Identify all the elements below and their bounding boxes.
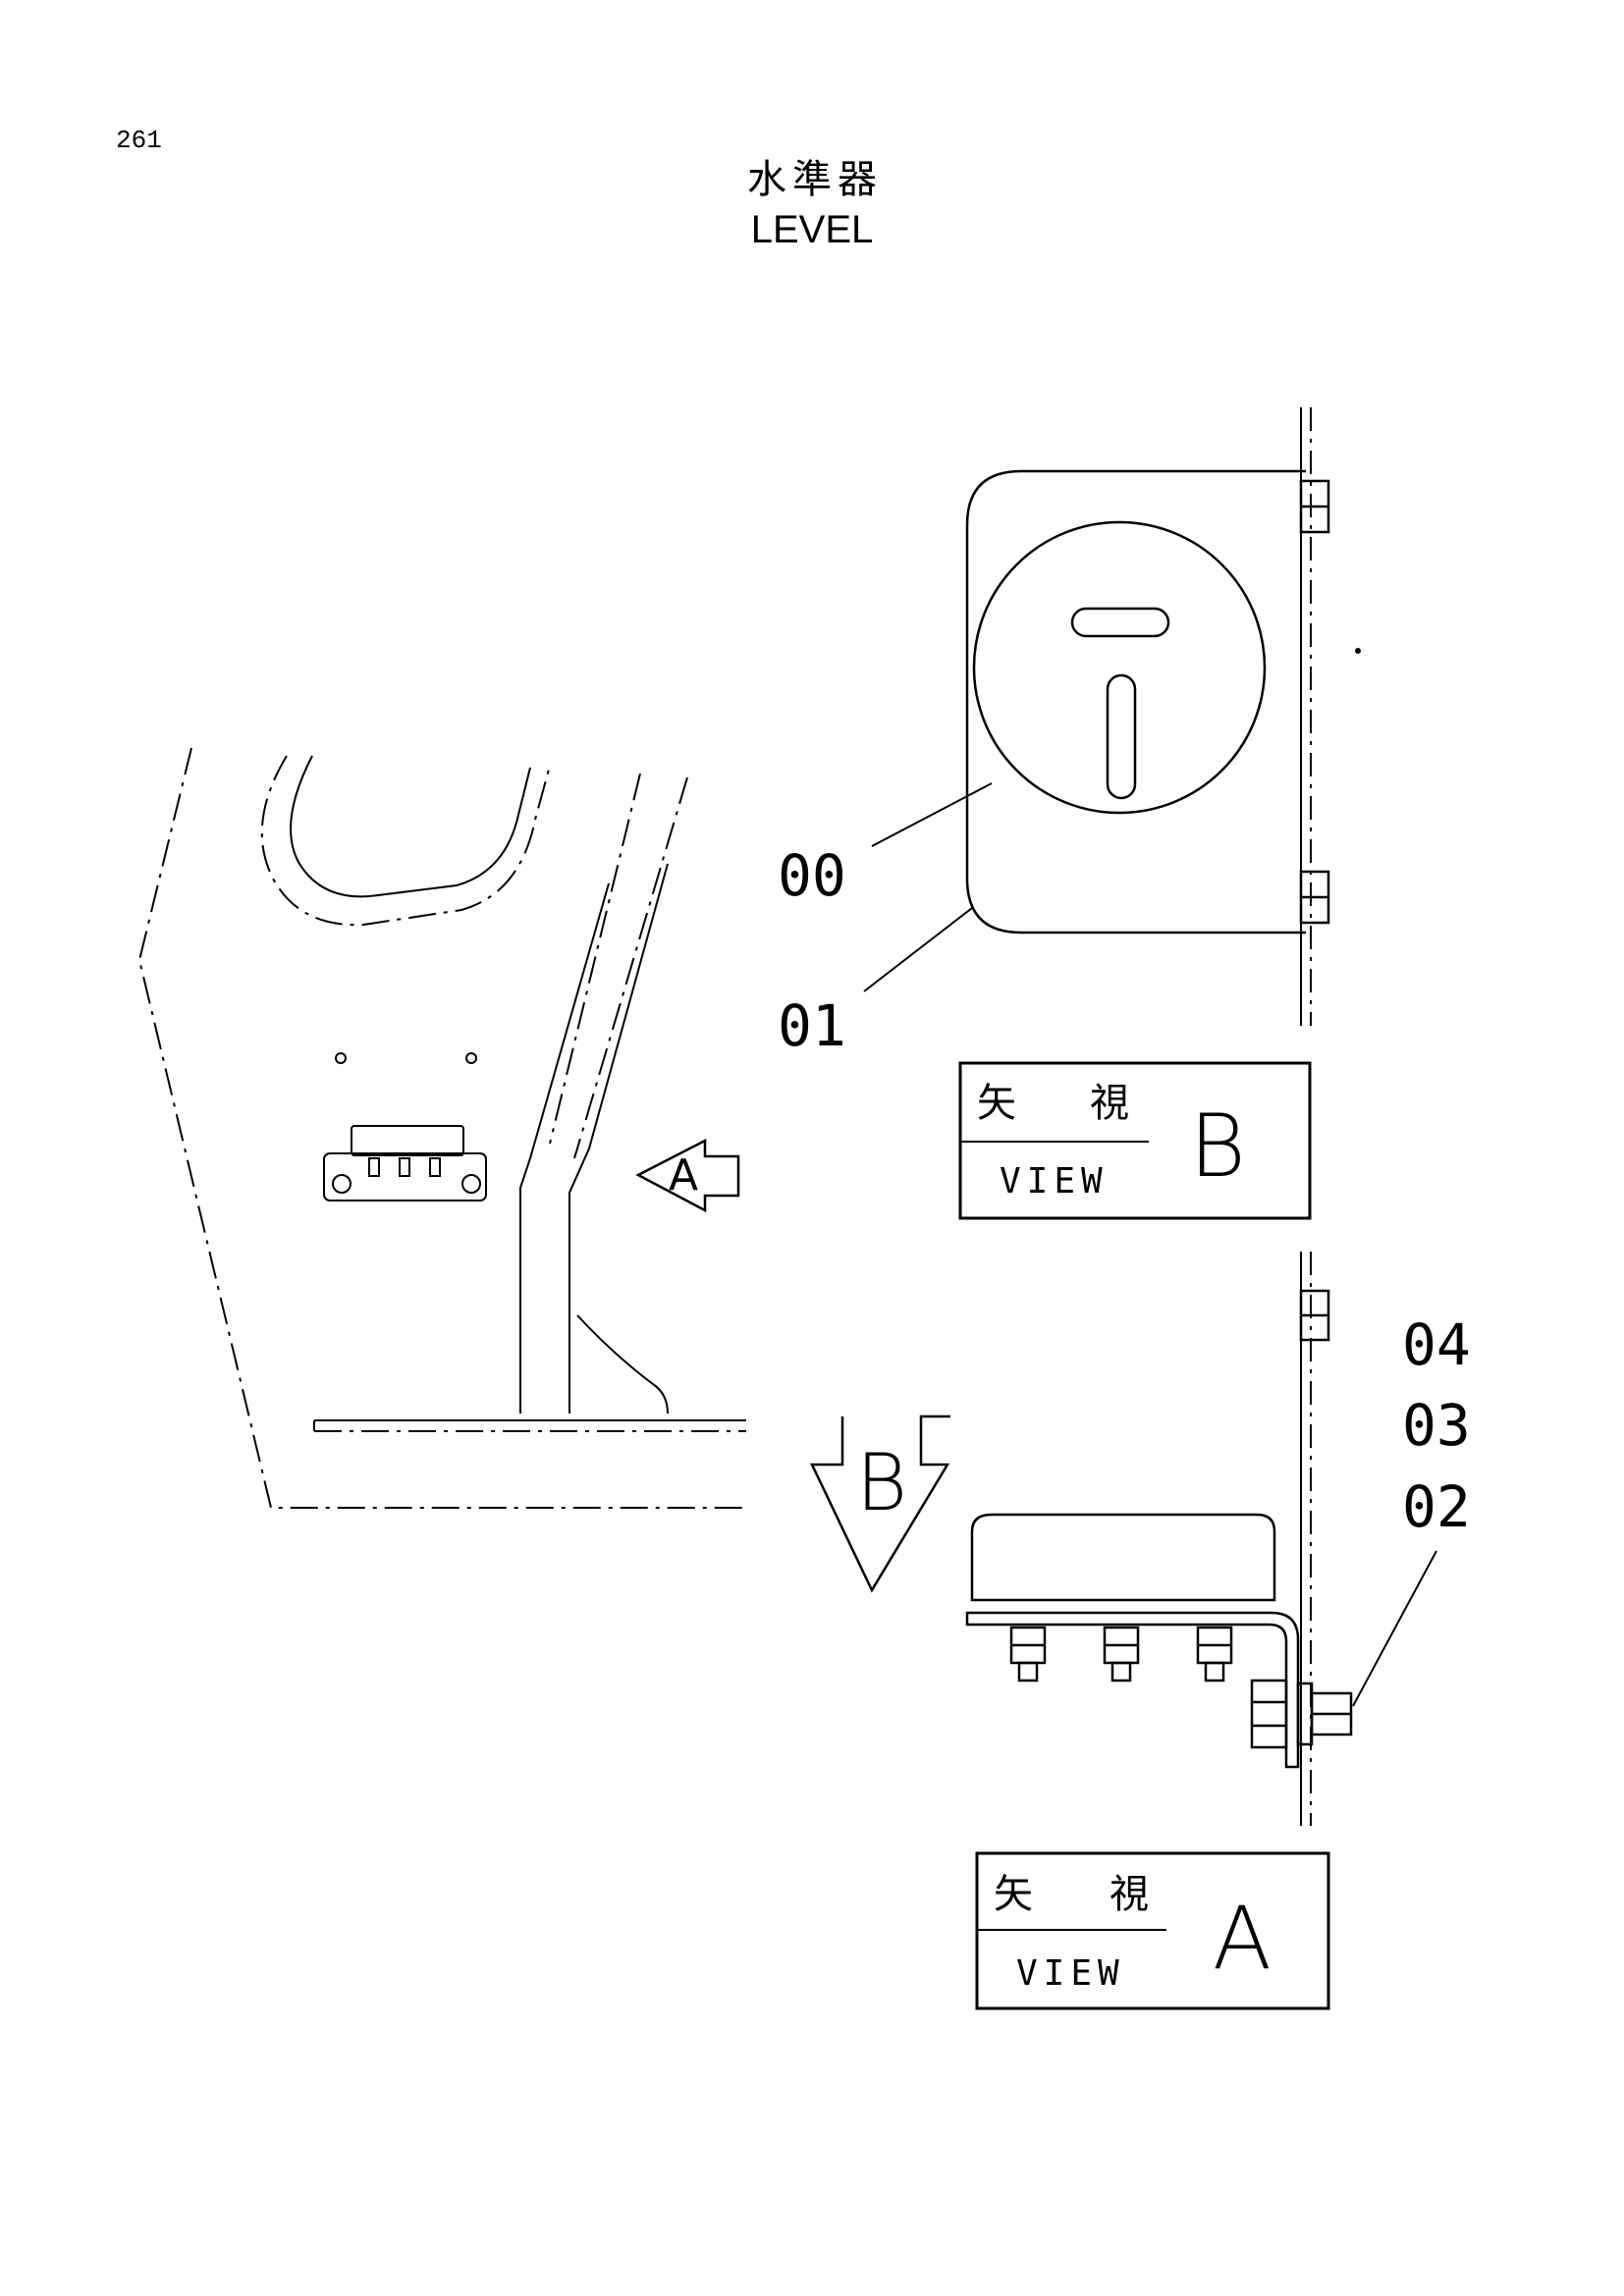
hole-right — [465, 1052, 477, 1064]
small-bolt-2 — [399, 1157, 410, 1177]
callout-01: 01 — [778, 992, 846, 1059]
machine-overview — [137, 747, 746, 1509]
gusset — [576, 1314, 669, 1415]
view-b-jp-right: 視 — [1090, 1081, 1129, 1126]
callout-02: 02 — [1402, 1473, 1471, 1540]
bolt-shank-2 — [1110, 1661, 1132, 1682]
view-a-arrow-shape — [635, 1138, 740, 1213]
view-a-letter: A — [1213, 1888, 1272, 1989]
view-b-en: VIEW — [1000, 1161, 1109, 1201]
view-b-arrow-letter: B — [856, 1437, 907, 1528]
view-b-jp-left: 矢 — [977, 1081, 1016, 1126]
level-bracket-front — [323, 1152, 487, 1201]
level-body-top — [351, 1125, 464, 1156]
leader-01 — [863, 907, 973, 992]
upper-arch-outer — [260, 755, 551, 927]
upper-arch-inner — [290, 755, 531, 898]
bracket-bolt-left — [332, 1174, 352, 1194]
l-bracket — [965, 1611, 1300, 1769]
title-english: LEVEL — [750, 208, 874, 251]
title-block: 水準器 LEVEL — [0, 147, 1624, 252]
level-slot-horizontal — [1070, 607, 1170, 638]
page-number: 261 — [116, 126, 162, 155]
view-a-en: VIEW — [1016, 1953, 1125, 1994]
level-body-side — [970, 1513, 1276, 1602]
view-a-arrow-letter: A — [669, 1150, 698, 1201]
speck — [1355, 648, 1361, 654]
view-b-arrow: B — [810, 1415, 950, 1593]
callout-00: 00 — [778, 842, 846, 909]
level-slot-vertical — [1106, 673, 1137, 800]
callout-03: 03 — [1402, 1392, 1471, 1459]
mount-nut — [1250, 1679, 1288, 1749]
view-b-label-box: 矢 視 VIEW B — [958, 1061, 1312, 1220]
bracket-bolt-right — [461, 1174, 481, 1194]
title-japanese: 水準器 — [747, 157, 883, 202]
level-vial — [972, 520, 1267, 815]
bolt-shank-1 — [1017, 1661, 1039, 1682]
view-a-jp-right: 視 — [1110, 1872, 1149, 1917]
view-a-arrow: A — [635, 1138, 740, 1213]
bracket-bolts — [1009, 1626, 1233, 1682]
leader-02 — [1352, 1550, 1437, 1707]
hole-left — [335, 1052, 347, 1064]
small-bolt-3 — [429, 1157, 441, 1177]
bolt-shank-3 — [1204, 1661, 1225, 1682]
strut-line-1 — [549, 773, 641, 1145]
small-bolt-1 — [368, 1157, 380, 1177]
pillar-inner — [568, 863, 669, 1414]
frame-outline — [137, 747, 746, 1509]
strut-line-2 — [573, 776, 688, 1159]
callout-04: 04 — [1402, 1311, 1471, 1378]
view-b-arrow-shape — [810, 1415, 950, 1593]
view-a-label-box: 矢 視 VIEW A — [975, 1851, 1330, 2010]
view-a-jp-left: 矢 — [994, 1872, 1033, 1917]
pillar — [519, 882, 610, 1414]
level-plate — [965, 469, 1306, 934]
view-b-letter: B — [1189, 1095, 1246, 1197]
leader-00 — [871, 782, 993, 847]
view-a-drawing — [965, 1252, 1437, 1826]
view-b-drawing — [863, 407, 1330, 1026]
